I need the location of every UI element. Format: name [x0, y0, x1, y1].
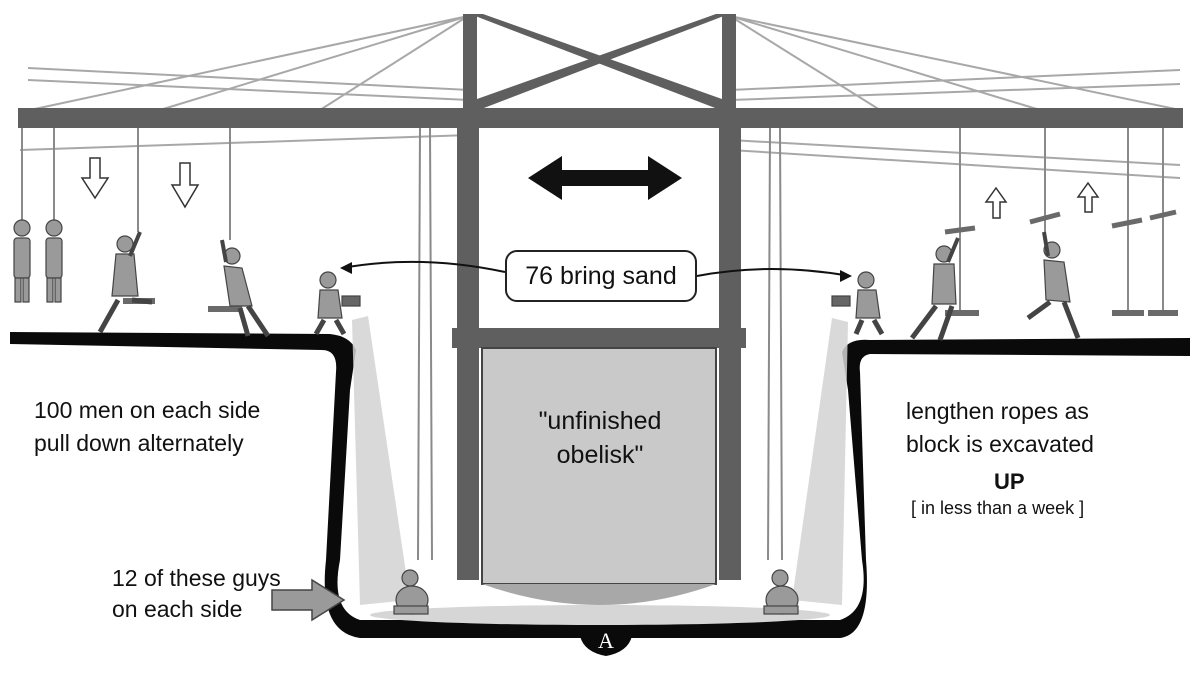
- label-arrow-left: [341, 260, 506, 273]
- obelisk-block: [481, 347, 717, 585]
- label-arrow-right: [696, 268, 851, 277]
- block-underside: [482, 584, 716, 605]
- rope-handles: [944, 209, 1177, 235]
- obelisk-line-2: obelisk": [556, 441, 644, 469]
- double-arrow-icon: [528, 156, 682, 200]
- pit-bump: [580, 636, 632, 656]
- label-arrowhead-right: [840, 270, 852, 282]
- label-arrowhead-left: [340, 262, 352, 274]
- right-ropes-note: lengthen ropes as block is excavated: [906, 395, 1094, 461]
- workers: [13, 219, 1081, 615]
- up-arrow-icon: [984, 181, 1100, 219]
- obelisk-line-1: "unfinished: [538, 407, 662, 435]
- time-note: [ in less than a week ]: [911, 498, 1085, 518]
- left-note-line-2: pull down alternately: [34, 430, 244, 456]
- down-arrow-icon: [80, 157, 200, 209]
- top-beam: [18, 108, 1183, 128]
- sand-streams: [352, 316, 848, 625]
- upper-frame: [463, 14, 736, 116]
- workers-note: 12 of these guys on each side: [112, 563, 281, 625]
- left-pull-note: 100 men on each side pull down alternate…: [34, 394, 260, 460]
- bring-sand-text: 76 bring sand: [525, 261, 677, 290]
- left-note-line-1: 100 men on each side: [34, 397, 261, 423]
- workers-note-line-1: 12 of these guys: [112, 565, 281, 591]
- guide-posts: [452, 128, 746, 580]
- guy-ropes: [19, 15, 1181, 179]
- hanging-ropes: [21, 127, 1164, 561]
- right-note-line-1: lengthen ropes as: [906, 398, 1089, 424]
- pointer-arrow-icon: [271, 578, 346, 622]
- pit-mark-label: A: [598, 628, 614, 653]
- right-note-line-2: block is excavated: [906, 431, 1094, 457]
- workers-note-line-2: on each side: [112, 596, 243, 622]
- bring-sand-label: 76 bring sand: [505, 250, 697, 302]
- up-label: UP: [994, 469, 1025, 494]
- obelisk-label: "unfinished obelisk": [484, 404, 716, 472]
